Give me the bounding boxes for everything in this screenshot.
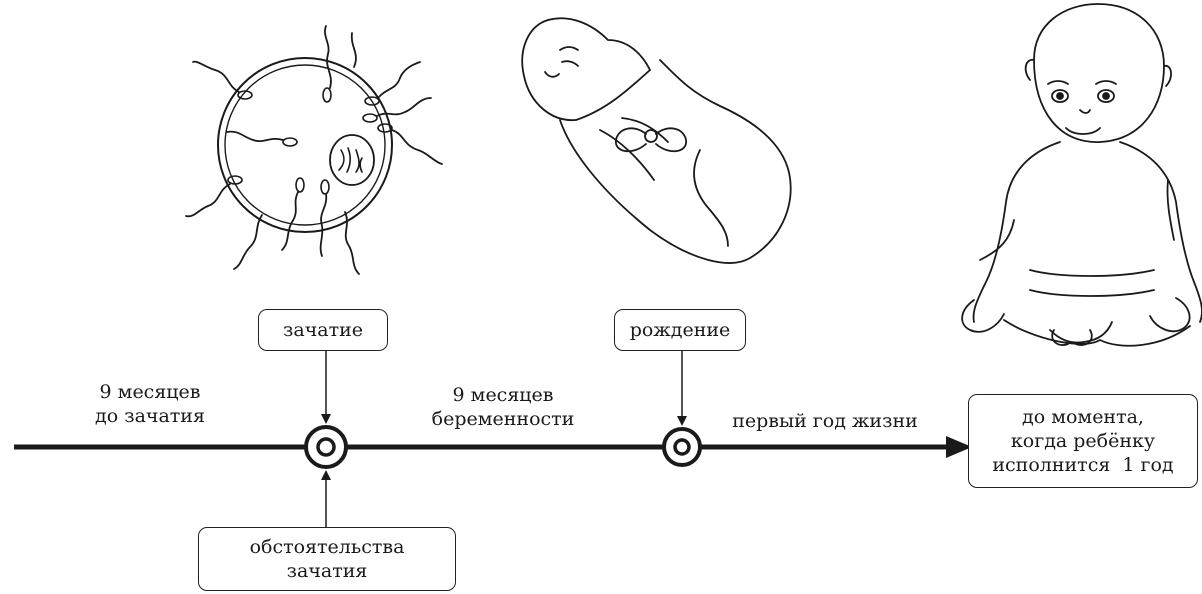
until-one-year-line-3: исполнится 1 год — [992, 454, 1174, 476]
until-one-year-box: до момента, когда ребёнку исполнится 1 г… — [968, 394, 1198, 488]
before-conception-label: 9 месяцев до зачатия — [95, 381, 205, 427]
timeline-arrowhead — [946, 436, 972, 458]
until-one-year-line-2: когда ребёнку — [1010, 430, 1156, 452]
swaddled-newborn-illustration — [521, 17, 792, 264]
conception-box-label: зачатие — [283, 319, 363, 341]
until-one-year-line-1: до момента, — [1022, 406, 1144, 428]
first-year-label: первый год жизни — [732, 410, 918, 432]
birth-marker — [662, 427, 702, 467]
pregnancy-label: 9 месяцев беременности — [431, 384, 575, 430]
conception-box: зачатие — [258, 309, 388, 351]
circumstances-line-2: зачатия — [286, 560, 368, 582]
conception-marker — [304, 425, 348, 469]
sitting-baby-illustration — [961, 3, 1202, 347]
birth-box: рождение — [614, 309, 746, 351]
circumstances-line-1: обстоятельства — [249, 536, 405, 558]
birth-box-label: рождение — [629, 319, 731, 341]
conception-circumstances-box: обстоятельства зачатия — [198, 527, 456, 591]
ovum-with-sperm-illustration — [185, 25, 443, 275]
